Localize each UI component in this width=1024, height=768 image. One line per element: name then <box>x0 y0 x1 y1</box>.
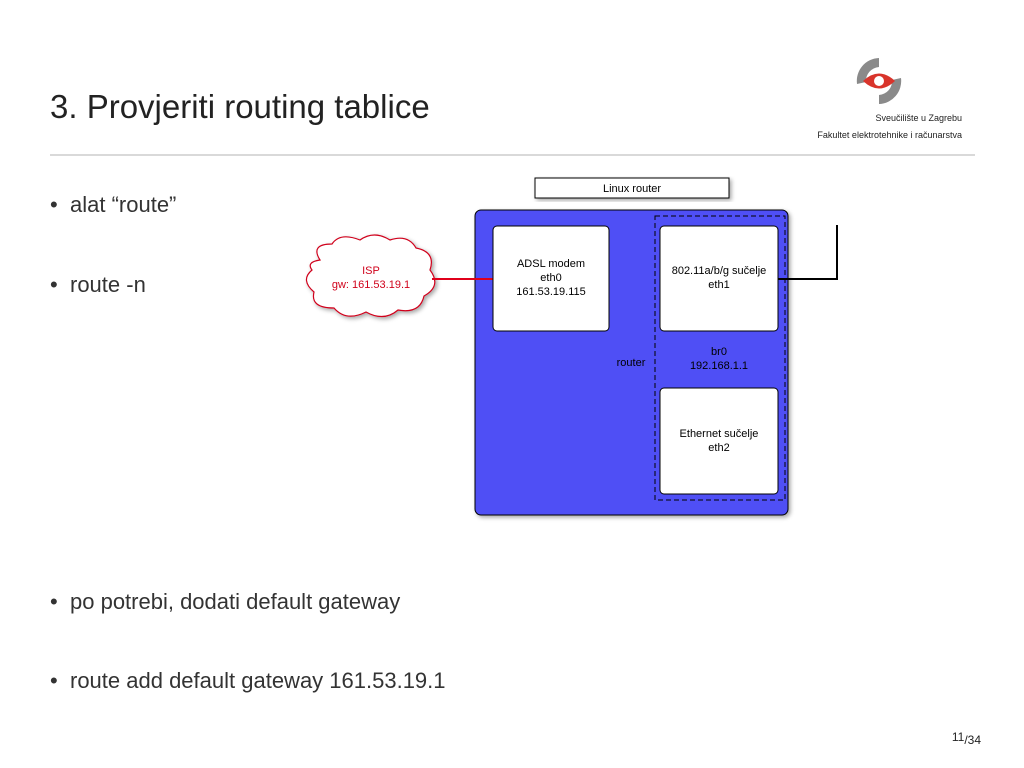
logo-grey-arc-2 <box>879 78 902 104</box>
isp-gateway-label: gw: 161.53.19.1 <box>332 279 410 291</box>
bullet-text: alat “route” <box>70 192 177 217</box>
wifi-antenna <box>778 225 838 280</box>
bullet-dot: • <box>50 589 58 614</box>
title-divider <box>50 154 975 156</box>
bullet-text: po potrebi, dodati default gateway <box>70 589 401 614</box>
adsl-interface-label: eth0 <box>540 272 561 284</box>
adsl-modem-label: ADSL modem <box>517 258 585 270</box>
ethernet-interface-box <box>659 387 779 495</box>
bullet-dot: • <box>50 668 58 693</box>
adsl-modem-box <box>492 225 610 332</box>
linux-router-header-box <box>534 177 730 199</box>
slide-title: 3. Provjeriti routing tablice <box>50 88 430 125</box>
logo-center <box>874 76 884 86</box>
adsl-ip-label: 161.53.19.115 <box>516 286 586 298</box>
bullet-route-add-command: • route add default gateway 161.53.19.1 <box>50 668 446 694</box>
bridge-region <box>654 215 786 501</box>
ethernet-eth-label: eth2 <box>708 442 729 454</box>
bullet-route-n: • route -n <box>50 272 146 298</box>
bullet-route-tool: • alat “route” <box>50 192 176 218</box>
logo-grey-arc <box>856 58 879 84</box>
university-logo <box>856 58 902 104</box>
institution-name: Sveučilište u Zagrebu Fakultet elektrote… <box>722 110 962 144</box>
bullet-add-gateway: • po potrebi, dodati default gateway <box>50 589 400 615</box>
linux-router-header-label: Linux router <box>603 183 661 195</box>
bridge-label: br0 <box>711 346 727 358</box>
bullet-dot: • <box>50 272 58 297</box>
page-number: 11/34 <box>952 730 981 747</box>
network-diagram: Linux router ISP gw: 161.53.19.1 ADSL mo… <box>305 177 838 516</box>
router-label: router <box>617 357 646 369</box>
page-current: 11 <box>951 730 965 744</box>
bridge-ip-label: 192.168.1.1 <box>690 360 748 372</box>
ethernet-interface-label: Ethernet sučelje <box>680 428 759 440</box>
university-name: Sveučilište u Zagrebu <box>875 113 962 123</box>
bullet-dot: • <box>50 192 58 217</box>
wifi-eth-label: eth1 <box>708 279 729 291</box>
bullet-text: route -n <box>70 272 146 297</box>
isp-label: ISP <box>362 265 380 277</box>
faculty-name: Fakultet elektrotehnike i računarstva <box>817 130 962 140</box>
wifi-interface-label: 802.11a/b/g sučelje <box>672 265 767 277</box>
isp-cloud <box>305 234 436 318</box>
page-total: /34 <box>964 733 981 747</box>
bullet-text: route add default gateway 161.53.19.1 <box>70 668 446 693</box>
